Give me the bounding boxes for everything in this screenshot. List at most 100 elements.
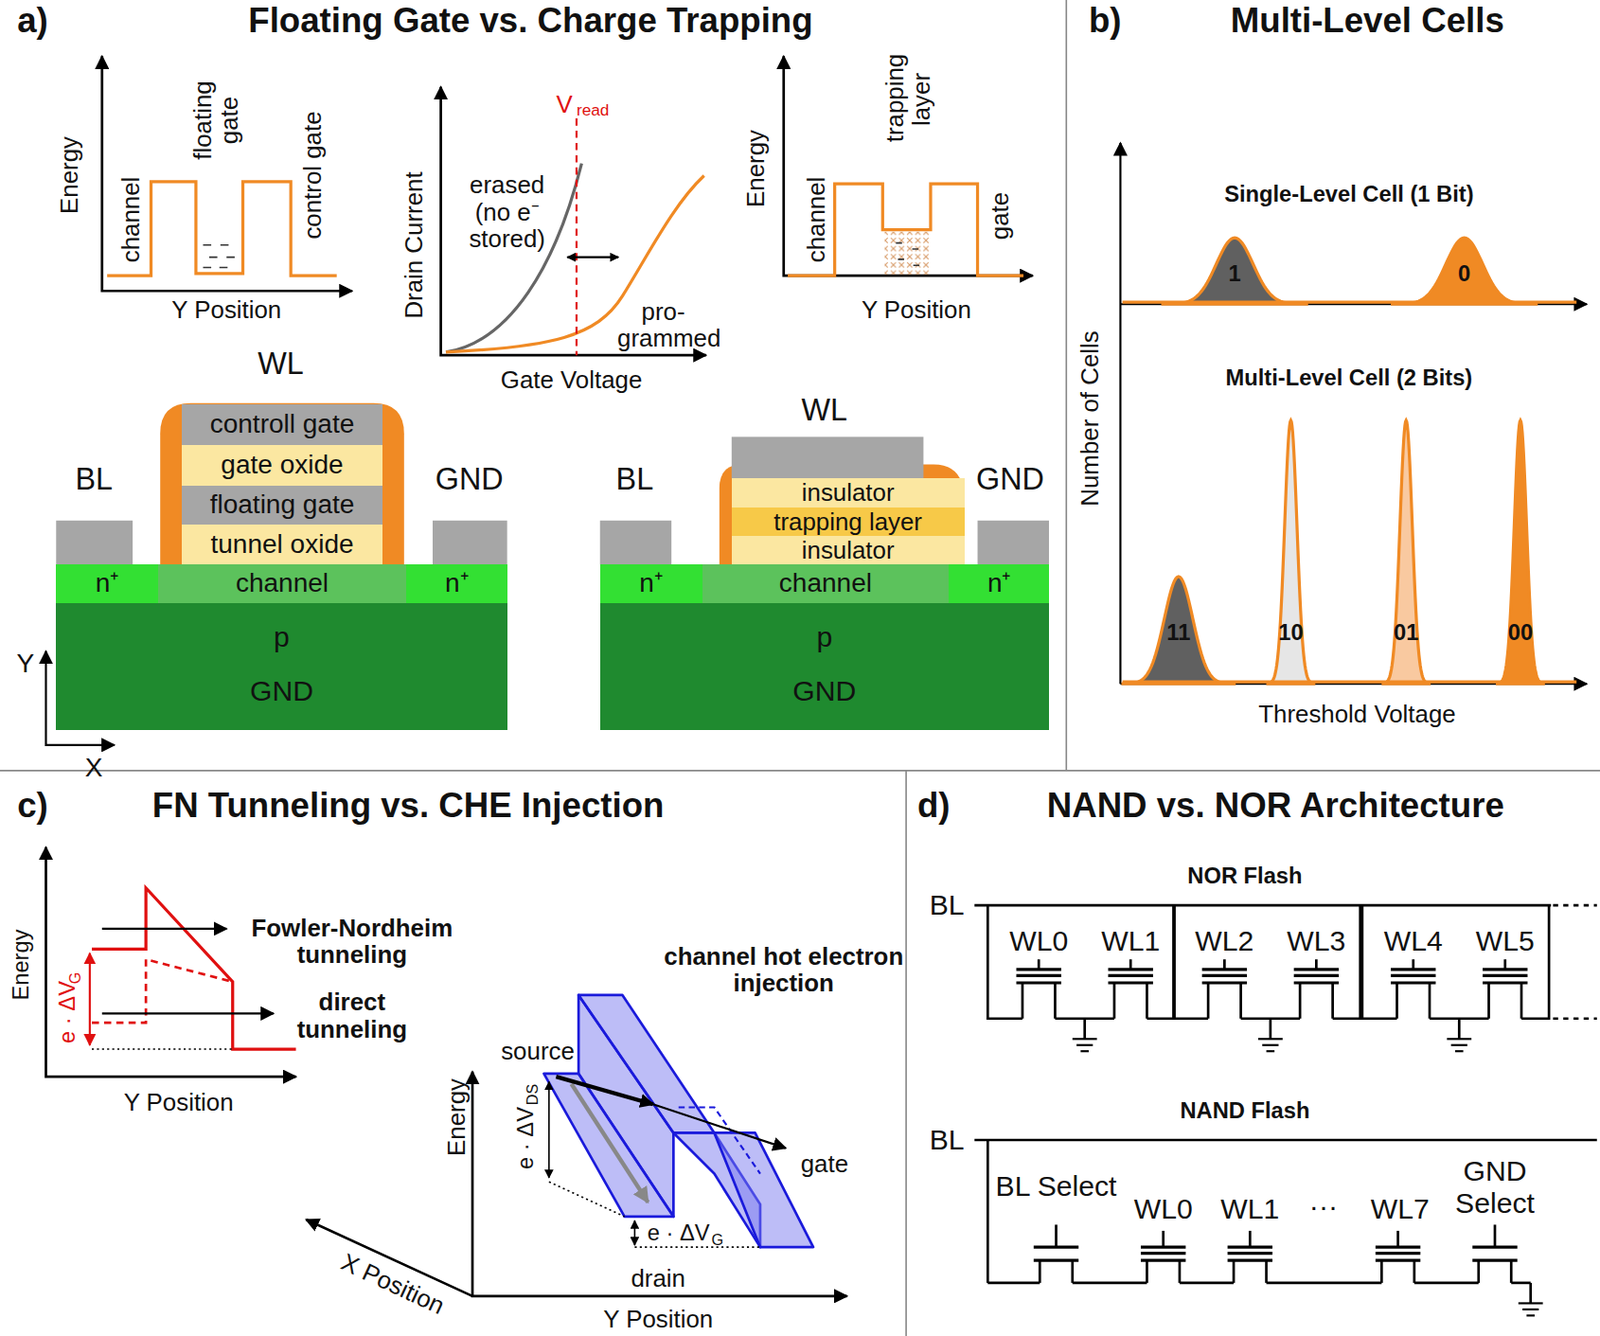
- wire: [1457, 1018, 1461, 1040]
- drawing-stroke: [1119, 142, 1121, 684]
- axis-label: Energy: [443, 1078, 470, 1156]
- wire: [1161, 1230, 1165, 1247]
- wire: [1476, 1260, 1480, 1283]
- wire: [1239, 982, 1243, 1019]
- signal-name: WL0: [1134, 1193, 1193, 1226]
- wire: [1528, 1282, 1532, 1304]
- drawing-stroke: [88, 953, 91, 1046]
- region-label: control gate: [299, 111, 326, 240]
- node-text: channel: [235, 568, 329, 599]
- voltage-label: e · ΔV: [647, 1220, 711, 1245]
- wire: [1113, 982, 1117, 1019]
- wire: [1072, 1281, 1148, 1285]
- state-label: 00: [1508, 620, 1533, 645]
- voltage-label: e · ΔV: [513, 1106, 538, 1170]
- axis-label: Number of Cells: [1076, 330, 1103, 506]
- region-label: channel: [802, 176, 830, 263]
- wire: [1414, 1281, 1479, 1285]
- wire: [1375, 1245, 1421, 1249]
- drawing-stroke: [578, 995, 714, 1134]
- substrate: pGNDn⁺channeln⁺: [600, 564, 1049, 730]
- drawing-stroke: [634, 1245, 761, 1248]
- wire: [986, 1139, 990, 1283]
- wire: [1395, 982, 1399, 1019]
- mechanism-label: direct tunneling: [270, 988, 434, 1043]
- drawing-stroke: [91, 1048, 233, 1050]
- wire: [1076, 1044, 1093, 1047]
- axis-label: Y Position: [171, 295, 282, 322]
- region-label: drain: [630, 1264, 686, 1292]
- drawing-stroke: [555, 1076, 653, 1104]
- drawing-stroke: [567, 256, 619, 259]
- axis-label: Y Position: [124, 1088, 234, 1116]
- wire: [1015, 974, 1061, 978]
- node-text: n⁺: [444, 568, 469, 599]
- signal-name: GND Select: [1423, 1155, 1567, 1218]
- wire: [1264, 1260, 1268, 1283]
- region-label: channel: [117, 176, 144, 263]
- distribution-curves: [1121, 237, 1578, 684]
- terminal-label: BL: [74, 462, 113, 498]
- wire: [1362, 905, 1398, 1019]
- drawing-stroke: [549, 1181, 625, 1217]
- distribution-peak: [1495, 420, 1546, 684]
- node-text: controll gate: [210, 409, 356, 440]
- wire: [1053, 982, 1057, 1019]
- wire: [1207, 982, 1210, 1019]
- flash-circuits: [974, 905, 1597, 1316]
- wire: [1428, 982, 1432, 1019]
- axis-label: Threshold Voltage: [1258, 700, 1456, 728]
- drawing-stroke: [102, 1012, 274, 1014]
- wire-continuation: [1552, 904, 1597, 907]
- drawing-stroke: [543, 995, 814, 1247]
- distribution-peak: [1161, 237, 1309, 304]
- oxide-layer: tunnel oxide: [181, 524, 383, 565]
- node-text: GND: [792, 675, 856, 707]
- wire: [1107, 967, 1153, 971]
- voltage-subscript: DS: [524, 1084, 542, 1105]
- signal-name: BL: [929, 1123, 965, 1156]
- node-text: insulator: [801, 536, 895, 564]
- distribution-baseline: [1122, 300, 1578, 303]
- node-text: insulator: [801, 479, 895, 506]
- gate-layer: controll gate: [181, 404, 383, 445]
- doped-region: n⁺: [406, 564, 508, 604]
- wire: [1033, 1245, 1079, 1249]
- state-label: 1: [1228, 261, 1242, 286]
- wire: [974, 904, 1551, 907]
- voltage-subscript: G: [711, 1231, 724, 1249]
- doped-region: n⁺: [948, 564, 1049, 604]
- axis-label: Energy: [8, 928, 34, 1000]
- drawing-stroke: [905, 770, 907, 1336]
- insulator-layer: insulator: [731, 535, 965, 565]
- signal-name: WL0: [1009, 924, 1068, 957]
- wire: [1511, 1281, 1530, 1285]
- wire: [1375, 1251, 1421, 1255]
- distribution-peak: [1121, 576, 1237, 684]
- terminal-label: GND: [976, 462, 1045, 498]
- drawing-stroke: [160, 403, 405, 565]
- drawing-stroke: [102, 55, 353, 291]
- signal-name: BL Select: [992, 1171, 1120, 1203]
- node-text: n⁺: [639, 568, 663, 599]
- region-label: gate: [800, 1149, 849, 1176]
- wire: [1080, 1049, 1089, 1052]
- wire: [1179, 1281, 1234, 1285]
- drawing-stroke: [783, 55, 1033, 276]
- circuit-heading: NAND Flash: [1179, 1098, 1310, 1123]
- node-text: tunnel oxide: [210, 530, 354, 560]
- wire: [1202, 967, 1247, 971]
- wire: [987, 905, 1023, 1019]
- wire: [1390, 967, 1436, 971]
- wire: [1015, 967, 1061, 971]
- node-text: p: [273, 621, 290, 653]
- terminal-label: GND: [435, 462, 504, 498]
- drawing-stroke: [91, 888, 297, 1049]
- drawing-stroke: [0, 769, 1600, 772]
- panel-letter: d): [917, 786, 951, 825]
- signal-name: WL2: [1194, 924, 1254, 957]
- oxide-layer: gate oxide: [181, 444, 383, 486]
- drawing-stroke: [634, 1220, 637, 1245]
- axis-label: X: [85, 752, 104, 783]
